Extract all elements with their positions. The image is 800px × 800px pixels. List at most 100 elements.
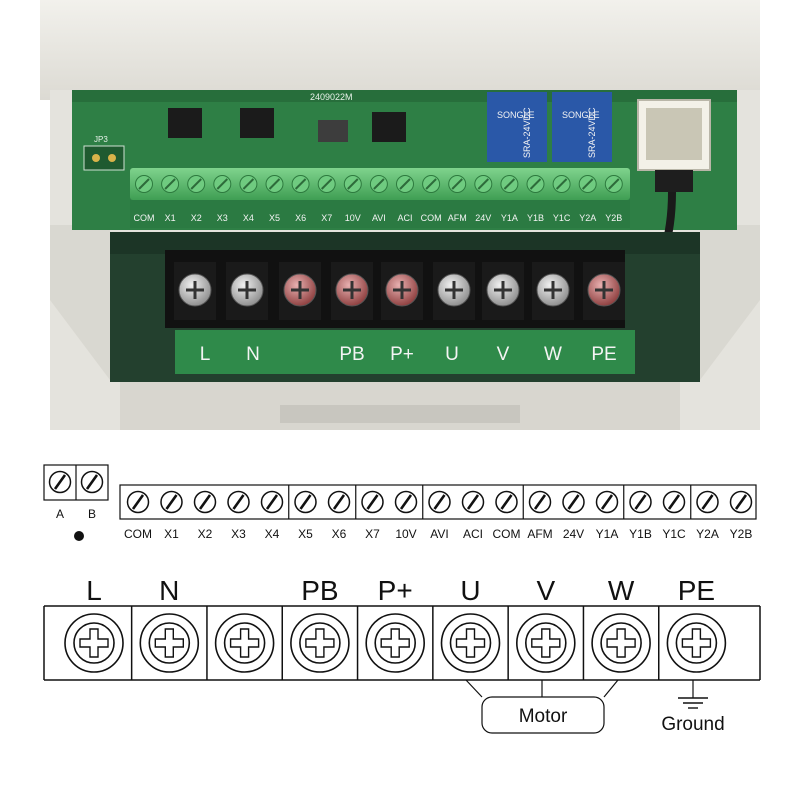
terminal-screw-icon bbox=[495, 490, 518, 514]
comm-label-a: A bbox=[56, 507, 64, 521]
terminal-screw-icon bbox=[662, 490, 686, 514]
terminal-screw-icon bbox=[327, 490, 351, 514]
photo-power-screw bbox=[583, 262, 625, 320]
control-terminal-label: X6 bbox=[332, 527, 347, 541]
control-terminal-label: 10V bbox=[395, 527, 416, 541]
terminal-screw-icon bbox=[428, 490, 451, 514]
jumper-label: JP3 bbox=[94, 135, 108, 144]
power-terminal-screw-icon bbox=[139, 613, 200, 673]
power-terminal-screw-icon bbox=[64, 613, 124, 673]
photo-control-label: Y2B bbox=[605, 213, 622, 223]
photo-power-label: U bbox=[445, 344, 459, 365]
photo-control-label: X3 bbox=[217, 213, 228, 223]
photo-power-label: N bbox=[246, 344, 260, 365]
power-terminal-screw-icon bbox=[666, 613, 727, 673]
svg-text:SONGLE: SONGLE bbox=[562, 110, 600, 120]
photo-control-screw bbox=[291, 175, 310, 193]
terminal-screw-icon bbox=[160, 490, 183, 514]
photo-control-screw bbox=[422, 175, 441, 193]
power-terminal-screw-icon bbox=[290, 613, 350, 673]
photo-control-screw bbox=[135, 175, 153, 193]
photo-control-label: Y1A bbox=[501, 213, 518, 223]
polarity-dot bbox=[74, 531, 84, 541]
terminal-screw-icon bbox=[126, 490, 150, 514]
photo-control-label: COM bbox=[421, 213, 442, 223]
control-terminal-label: X1 bbox=[164, 527, 179, 541]
power-terminal-label: U bbox=[460, 575, 480, 606]
photo-control-screw bbox=[552, 175, 571, 193]
photo-power-label: PE bbox=[591, 344, 616, 365]
power-terminal-label: PE bbox=[678, 575, 715, 606]
terminal-screw-icon bbox=[193, 490, 217, 514]
power-terminal-label: PB bbox=[301, 575, 338, 606]
terminal-screw-icon bbox=[729, 490, 753, 514]
photo-control-label: X1 bbox=[165, 213, 176, 223]
photo-control-label: COM bbox=[134, 213, 155, 223]
photo-control-screw bbox=[448, 175, 467, 193]
power-terminal-label: L bbox=[86, 575, 102, 606]
photo-power-screw bbox=[482, 262, 524, 320]
control-terminal-label: X2 bbox=[198, 527, 213, 541]
photo-control-screw bbox=[187, 175, 206, 193]
power-terminal-label: P+ bbox=[378, 575, 413, 606]
photo-power-label: V bbox=[497, 344, 510, 365]
photo-power-screw bbox=[174, 262, 216, 320]
control-terminal-label: Y1C bbox=[662, 527, 686, 541]
terminal-screw-icon bbox=[562, 490, 585, 514]
terminal-screw-icon bbox=[48, 470, 72, 494]
power-terminal-label: W bbox=[608, 575, 635, 606]
photo-control-screw bbox=[526, 175, 545, 193]
power-terminal-label: V bbox=[536, 575, 555, 606]
control-terminal-label: Y1B bbox=[629, 527, 652, 541]
photo-control-screw bbox=[265, 175, 284, 193]
power-terminal-screw-icon bbox=[214, 613, 275, 673]
board-code: 2409022M bbox=[310, 92, 353, 102]
photo-control-screw bbox=[369, 175, 388, 193]
terminal-screw-icon bbox=[528, 490, 552, 514]
photo-control-label: Y1C bbox=[553, 213, 571, 223]
motor-connection: Motor bbox=[465, 679, 619, 734]
photo-control-screw bbox=[474, 175, 493, 193]
photo-control-label: X6 bbox=[295, 213, 306, 223]
photo-control-label: AVI bbox=[372, 213, 386, 223]
photo-control-screw bbox=[161, 175, 180, 193]
photo-power-screw bbox=[433, 262, 475, 320]
photo-control-label: X2 bbox=[191, 213, 202, 223]
power-terminal-screw-icon bbox=[440, 613, 501, 673]
control-terminal-label: Y1A bbox=[596, 527, 619, 541]
control-terminal-label: COM bbox=[124, 527, 152, 541]
photo-control-label: Y1B bbox=[527, 213, 544, 223]
control-terminal-label: X3 bbox=[231, 527, 246, 541]
photo-power-label: L bbox=[200, 344, 211, 365]
comm-label-b: B bbox=[88, 507, 96, 521]
ground-label: Ground bbox=[661, 714, 724, 735]
photo-power-screw bbox=[532, 262, 574, 320]
photo-power-label: W bbox=[544, 344, 562, 365]
comm-terminal-block: A B bbox=[43, 464, 109, 541]
terminal-screw-icon bbox=[227, 490, 250, 514]
photo-control-screw bbox=[343, 175, 362, 193]
housing-top bbox=[40, 0, 760, 100]
motor-box bbox=[481, 696, 605, 734]
control-terminal-label: ACI bbox=[463, 527, 483, 541]
control-terminal-label: COM bbox=[493, 527, 521, 541]
photo-control-label: X4 bbox=[243, 213, 254, 223]
photo-power-screw bbox=[331, 262, 373, 320]
relay-2: SONGLE SRA-24VDC bbox=[552, 92, 612, 162]
photo-control-screw bbox=[396, 175, 414, 193]
relay-1: SONGLE SRA-24VDC bbox=[487, 92, 547, 162]
photo-control-screw bbox=[317, 175, 336, 193]
terminal-screw-icon bbox=[361, 490, 384, 514]
control-terminal-label: X7 bbox=[365, 527, 380, 541]
photo-control-label: 24V bbox=[475, 213, 491, 223]
power-terminal-screw-icon bbox=[591, 613, 651, 673]
photo-control-screw bbox=[239, 175, 258, 193]
photo-control-label: Y2A bbox=[579, 213, 596, 223]
control-terminal-label: AFM bbox=[527, 527, 552, 541]
photo-power-screw bbox=[279, 262, 321, 320]
terminal-screw-icon bbox=[294, 490, 317, 514]
